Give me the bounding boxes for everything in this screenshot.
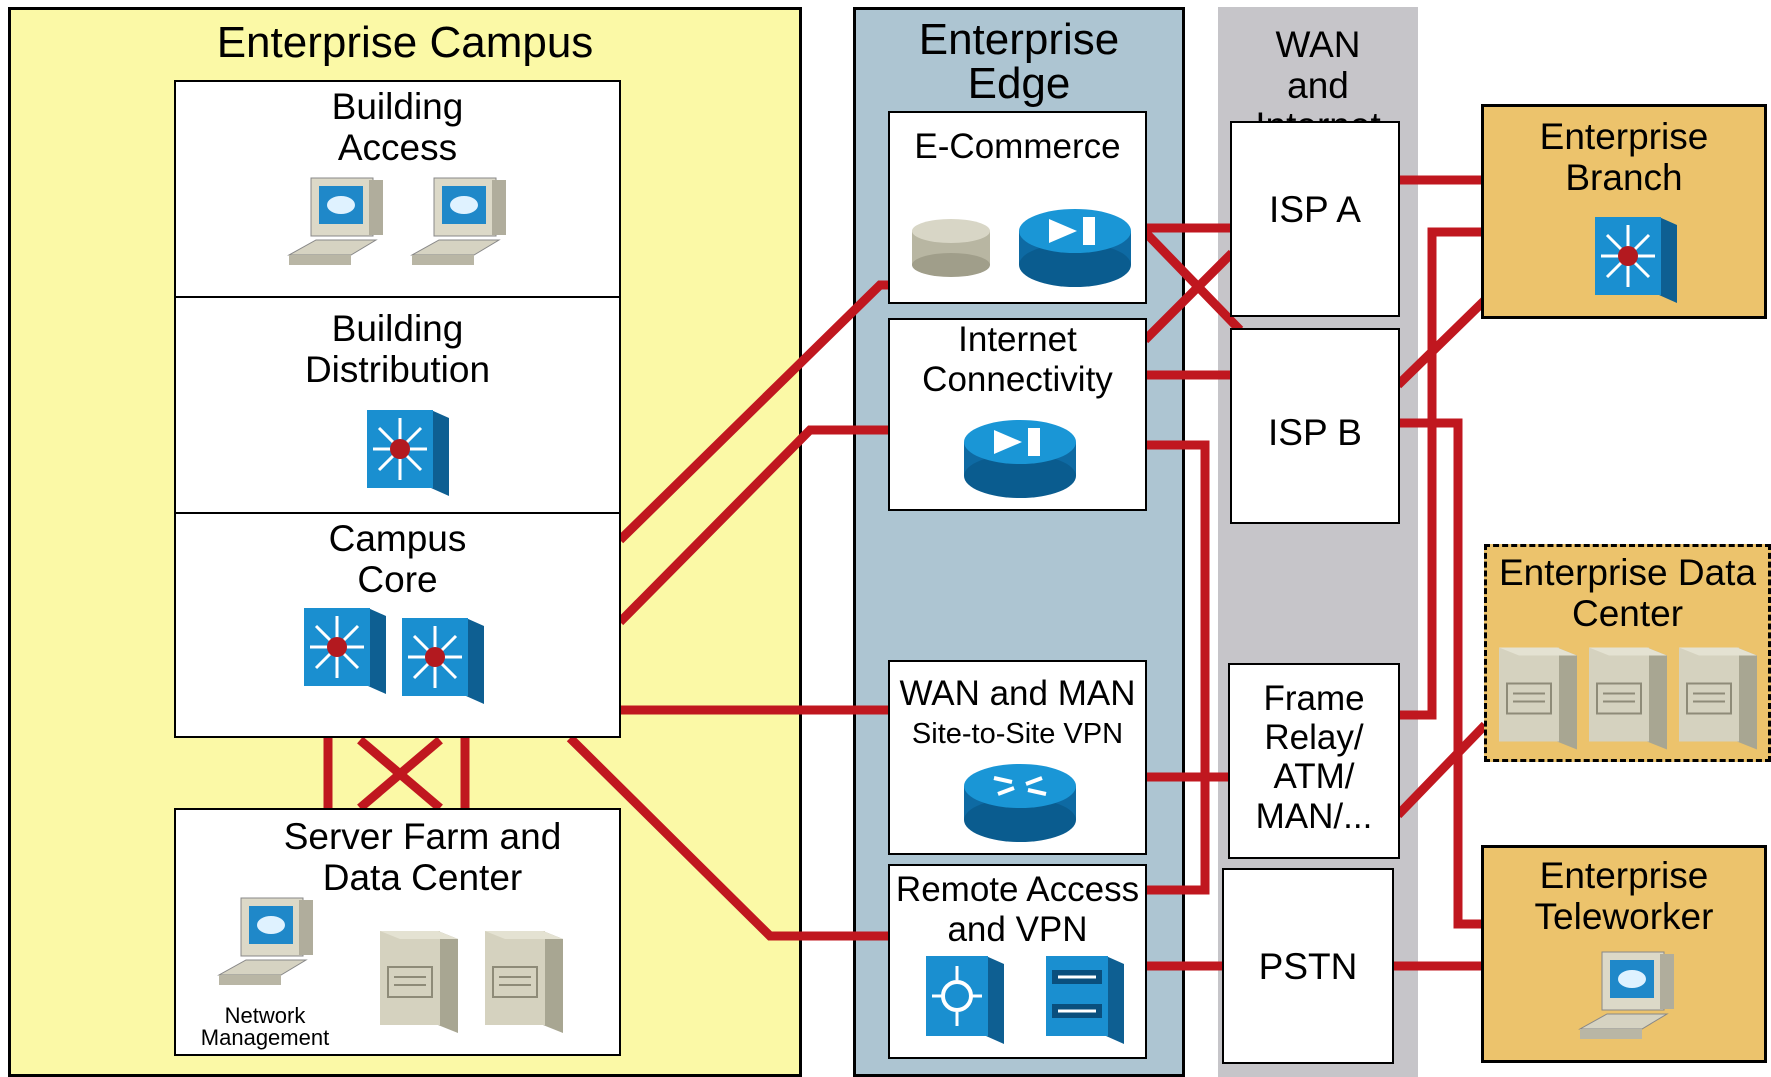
multilayer-switch-icon [304,608,386,694]
enterprise-branch-site: Enterprise Branch [1481,104,1767,319]
link-ispb-teleworker [1398,418,1485,929]
workstation-icon [1578,951,1674,1039]
remote-access-vpn-label: Remote Access and VPN [895,870,1140,950]
enterprise-campus-title: Enterprise Campus [216,18,594,67]
multilayer-switch-icon [367,410,449,496]
frame-relay-label: Frame Relay/ ATM/ MAN/... [1255,679,1373,836]
wan-man-module: WAN and MAN Site-to-Site VPN [888,660,1147,855]
network-management-label: Network Management [200,1003,330,1050]
building-distribution-label: Building Distribution [304,308,491,391]
link-core-remote [566,734,890,941]
enterprise-data-center-site: Enterprise Data Center [1484,544,1771,762]
server-icon [485,931,563,1033]
remote-access-vpn-module: Remote Access and VPN [888,864,1147,1059]
server-farm-label: Server Farm and Data Center [283,816,562,899]
multilayer-switch-icon [402,618,484,704]
firewall-router-icon [1019,209,1131,287]
link-core-server-4 [357,736,443,812]
server-icon [380,931,458,1033]
link-internet-ispa [1141,249,1236,344]
enterprise-data-center-label: Enterprise Data Center [1498,552,1757,634]
building-distribution-module: Building Distribution [174,296,621,514]
isp-a-module: ISP A [1230,121,1400,317]
link-core-ecommerce [616,280,890,544]
enterprise-edge-title: Enterprise Edge [918,15,1120,108]
vpn-concentrator-icon [1046,956,1124,1044]
building-access-module: Building Access [174,80,621,298]
building-access-label: Building Access [331,86,464,169]
access-server-icon [926,956,1004,1044]
enterprise-branch-label: Enterprise Branch [1539,116,1709,198]
router-icon [964,764,1076,842]
server-icon [1499,647,1577,750]
link-internet-remote [1145,440,1210,895]
pstn-module: PSTN [1222,868,1394,1064]
isp-b-module: ISP B [1230,328,1400,524]
frame-relay-module: Frame Relay/ ATM/ MAN/... [1228,663,1400,859]
campus-core-label: Campus Core [328,518,467,601]
workstation-icon [217,897,313,985]
link-frame-branch [1398,227,1485,720]
link-frame-datacenter [1394,721,1489,819]
pstn-label: PSTN [1258,946,1358,987]
isp-b-label: ISP B [1268,412,1362,453]
database-icon [912,219,990,277]
enterprise-teleworker-site: Enterprise Teleworker [1481,845,1767,1063]
link-core-internet [616,425,890,626]
server-icon [1679,647,1757,750]
link-ecommerce-ispb [1141,228,1244,334]
enterprise-teleworker-label: Enterprise Teleworker [1534,855,1714,937]
site-to-site-vpn-label: Site-to-Site VPN [911,718,1124,750]
link-ispb-branch [1394,296,1489,389]
campus-core-module: Campus Core [174,512,621,738]
multilayer-switch-icon [1595,217,1677,303]
server-farm-module: Server Farm and Data Center Network Mana… [174,808,621,1056]
internet-connectivity-module: Internet Connectivity [888,318,1147,511]
workstation-icon [410,177,506,265]
ecommerce-label: E-Commerce [914,127,1121,166]
workstation-icon [287,177,383,265]
server-icon [1589,647,1667,750]
ecommerce-module: E-Commerce [888,111,1147,304]
internet-connectivity-label: Internet Connectivity [922,320,1113,400]
wan-man-label: WAN and MAN [899,674,1136,713]
isp-a-label: ISP A [1269,189,1361,230]
firewall-router-icon [964,420,1076,498]
